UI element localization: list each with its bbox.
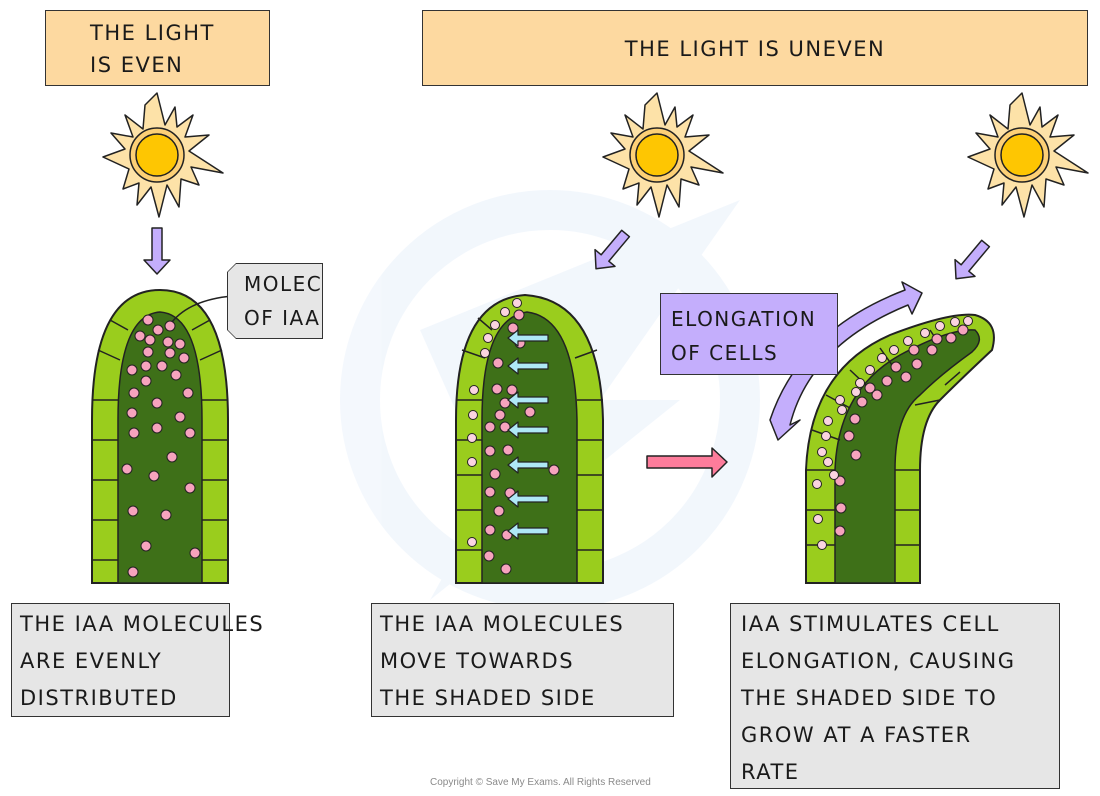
caption-elongation: IAA STIMULATES CELL ELONGATION, CAUSING … — [730, 603, 1060, 789]
light-direction-arrow — [143, 227, 171, 275]
shoot-uneven — [455, 293, 604, 584]
label-pointer — [171, 295, 233, 323]
caption-line: THE SHADED SIDE TO — [741, 686, 998, 710]
header-light-even: THE LIGHT IS EVEN — [45, 10, 270, 86]
molecules-label: MOLECULES OF IAA — [228, 264, 322, 338]
header-line: IS EVEN — [90, 53, 184, 77]
caption-line: ARE EVENLY — [20, 649, 163, 673]
caption-line: RATE — [741, 760, 800, 784]
sun-icon — [602, 92, 724, 218]
iaa-molecules — [483, 309, 560, 575]
caption-even: THE IAA MOLECULES ARE EVENLY DISTRIBUTED — [11, 603, 265, 717]
caption-move: THE IAA MOLECULES MOVE TOWARDS THE SHADE… — [371, 603, 674, 717]
iaa-molecules — [834, 324, 969, 537]
header-line: THE LIGHT — [90, 21, 215, 45]
label-line: ELONGATION — [671, 307, 817, 331]
sun-icon — [967, 92, 1089, 218]
caption-line: ELONGATION, CAUSING — [741, 649, 1016, 673]
caption-line: IAA STIMULATES CELL — [741, 612, 1000, 636]
shoot-even — [91, 288, 235, 584]
label-line: OF CELLS — [671, 341, 779, 365]
header-light-uneven: THE LIGHT IS UNEVEN — [422, 10, 1088, 86]
caption-line: THE IAA MOLECULES — [20, 612, 265, 636]
caption-line: THE IAA MOLECULES — [380, 612, 625, 636]
caption-line: THE SHADED SIDE — [380, 686, 596, 710]
sun-icon — [102, 92, 224, 218]
caption-line: MOVE TOWARDS — [380, 649, 575, 673]
shoot-bent — [805, 313, 995, 584]
caption-line: GROW AT A FASTER — [741, 723, 972, 747]
caption-line: DISTRIBUTED — [20, 686, 178, 710]
label-line: OF IAA — [244, 306, 321, 330]
copyright-text: Copyright © Save My Exams. All Rights Re… — [430, 777, 651, 788]
light-direction-arrow — [945, 234, 997, 288]
elongation-label: ELONGATION OF CELLS — [660, 293, 838, 375]
next-stage-arrow — [646, 447, 728, 478]
iaa-molecules — [121, 314, 201, 578]
label-line: MOLECULES — [244, 272, 380, 296]
